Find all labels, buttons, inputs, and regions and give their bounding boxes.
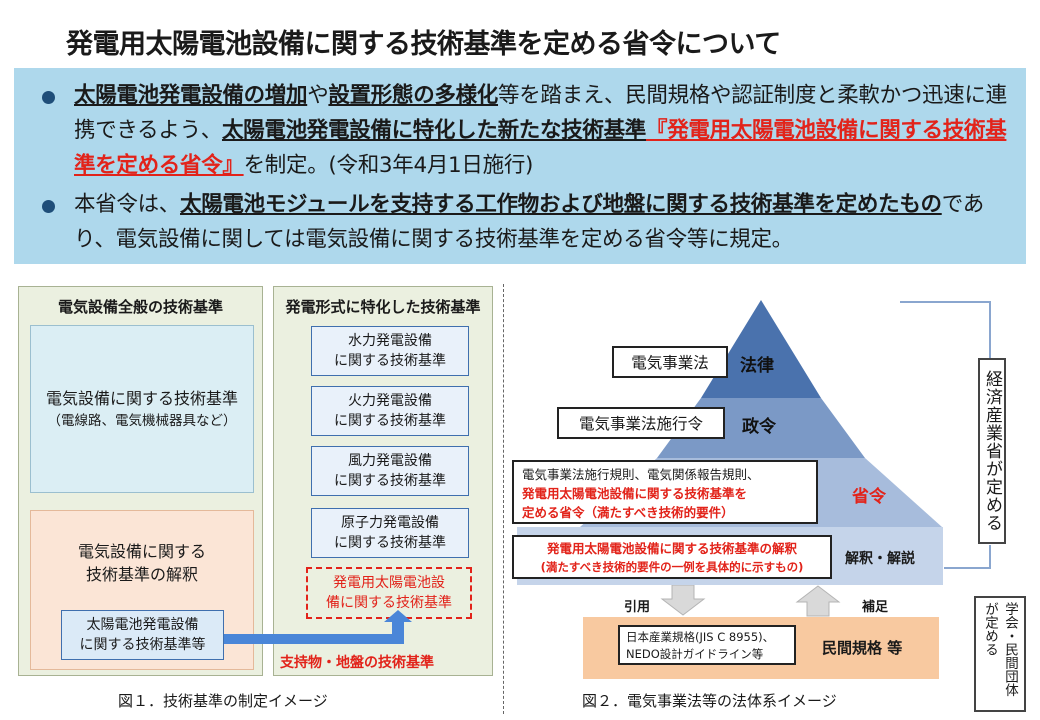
bullet1-emphasis-a: 太陽電池発電設備の増加: [74, 83, 308, 108]
enforcement-order-box: 電気事業法施行令: [557, 407, 725, 439]
summary-bullet-1: 太陽電池発電設備の増加や設置形態の多様化等を踏まえ、民間規格や認証制度と柔軟かつ…: [34, 78, 1012, 183]
private-standards-line-2: NEDO設計ガイドライン等: [626, 647, 764, 661]
electrical-standards-scope: （電線路、電気機械器具など）: [47, 413, 237, 429]
bullet2-emphasis-b: 太陽電池モジュールを支持する工作物および地盤に関する技術基準を定めたもの: [180, 192, 942, 217]
summary-bullet-2: 本省令は、太陽電池モジュールを支持する工作物および地盤に関する技術基準を定めたも…: [34, 187, 1012, 257]
new-solar-line-1: 発電用太陽電池設: [333, 575, 445, 591]
pyramid-tier-law: [701, 300, 821, 398]
law-level-label: 法律: [740, 356, 774, 376]
bullet2-text-a: 本省令は、: [74, 192, 181, 217]
new-solar-ordinance-box: 発電用太陽電池設 備に関する技術基準: [306, 567, 472, 619]
society-label-col-1: 学会・民間団体: [1002, 602, 1018, 697]
wind-line-1: 風力発電設備: [348, 453, 432, 469]
supplement-label: 補足: [862, 600, 889, 615]
bullet1-text-b: や: [307, 83, 329, 108]
hydro-line-2: に関する技術基準: [334, 353, 446, 369]
interpretation-title-2: 技術基準の解釈: [85, 565, 198, 584]
figure1-caption: 図１．技術基準の制定イメージ: [118, 692, 328, 710]
new-solar-line-2: 備に関する技術基準: [326, 595, 452, 611]
electrical-standards-box: 電気設備に関する技術基準 （電線路、電気機械器具など）: [30, 325, 254, 493]
private-standards-line-1: 日本産業規格(JIS C 8955)、: [626, 630, 775, 644]
ordinance-line-3: 定める省令（満たすべき技術的要件）: [522, 505, 734, 520]
electrical-standards-title: 電気設備に関する技術基準: [45, 389, 238, 408]
private-standards-label: 民間規格 等: [822, 639, 903, 657]
cite-label: 引用: [624, 600, 651, 615]
general-standards-header: 電気設備全般の技術基準: [57, 298, 223, 316]
bullet1-text-g: を制定。(令和3年4月1日施行): [243, 153, 534, 178]
interpretation-title-1: 電気設備に関する: [77, 542, 206, 561]
nuclear-standards-box: 原子力発電設備 に関する技術基準: [311, 508, 469, 558]
interpretation-doc-line-1: 発電用太陽電池設備に関する技術基準の解釈: [546, 541, 797, 556]
hydro-line-1: 水力発電設備: [348, 333, 432, 349]
interpretation-level-label: 解釈・解説: [845, 551, 915, 567]
thermal-line-2: に関する技術基準: [334, 413, 446, 429]
private-standards-box: 日本産業規格(JIS C 8955)、 NEDO設計ガイドライン等: [618, 625, 796, 665]
ordinance-level-label: 省令: [852, 487, 886, 507]
wind-standards-box: 風力発電設備 に関する技術基準: [311, 446, 469, 496]
supplement-arrow: [795, 585, 841, 617]
interpretation-doc-line-2: (満たすべき技術的要件の一例を具体的に示すもの): [540, 560, 804, 574]
bracket-line: [944, 545, 991, 569]
nuclear-line-2: に関する技術基準: [334, 535, 446, 551]
specific-standards-header: 発電形式に特化した技術基準: [285, 298, 481, 316]
meti-bracket: [900, 301, 991, 569]
bullet1-emphasis-c: 設置形態の多様化: [328, 83, 499, 108]
meti-label-box: 経済産業省が定める: [978, 358, 1006, 544]
interpretation-doc-box: 発電用太陽電池設備に関する技術基準の解釈 (満たすべき技術的要件の一例を具体的に…: [512, 535, 832, 579]
arrow-up-icon: [795, 585, 841, 617]
figure-divider: [503, 284, 504, 714]
hydro-standards-box: 水力発電設備 に関する技術基準: [311, 326, 469, 376]
bracket-line: [900, 301, 991, 358]
arrow-down-icon: [660, 585, 706, 616]
wind-line-2: に関する技術基準: [334, 473, 446, 489]
ordinance-line-1: 電気事業法施行規則、電気関係報告規則、: [522, 467, 760, 482]
bullet1-text-d: 等を踏まえ、民間規格や認証制度と柔軟かつ迅速に連携できるよう、: [74, 83, 1007, 143]
bullet1-ordinance-name: 『発電用太陽電池設備に関する技術基準を定める省令』: [74, 118, 1007, 178]
page-title: 発電用太陽電池設備に関する技術基準を定める省令について: [66, 29, 781, 60]
bullet2-text-c: であり、電気設備に関しては電気設備に関する技術基準を定める省令等に規定。: [74, 192, 984, 252]
thermal-standards-box: 火力発電設備 に関する技術基準: [311, 386, 469, 436]
society-label-col-2: が定める: [982, 602, 998, 656]
summary-band: 太陽電池発電設備の増加や設置形態の多様化等を踏まえ、民間規格や認証制度と柔軟かつ…: [14, 68, 1026, 264]
cite-arrow: [660, 585, 706, 616]
arrow-right-up-icon: [224, 610, 412, 644]
support-standards-label: 支持物・地盤の技術基準: [280, 655, 434, 671]
bullet-dot-icon: [42, 91, 55, 104]
support-structure-arrow: [224, 610, 412, 644]
bullet1-emphasis-e: 太陽電池発電設備に特化した新たな技術基準: [221, 118, 646, 143]
solar-standards-line-1: 太陽電池発電設備: [86, 617, 199, 633]
ordinance-line-2: 発電用太陽電池設備に関する技術基準を: [522, 486, 748, 501]
bullet-dot-icon: [42, 200, 55, 213]
meti-label: 経済産業省が定める: [982, 370, 1002, 532]
figure2-caption: 図２．電気事業法等の法体系イメージ: [582, 692, 837, 710]
electricity-business-act-box: 電気事業法: [612, 346, 728, 378]
thermal-line-1: 火力発電設備: [348, 393, 432, 409]
cabinet-level-label: 政令: [742, 417, 776, 437]
society-label-box: 学会・民間団体 が定める: [974, 596, 1026, 712]
ordinance-box: 電気事業法施行規則、電気関係報告規則、 発電用太陽電池設備に関する技術基準を 定…: [512, 460, 818, 524]
solar-standards-box: 太陽電池発電設備 に関する技術基準等: [61, 610, 224, 660]
solar-standards-line-2: に関する技術基準等: [79, 637, 206, 653]
nuclear-line-1: 原子力発電設備: [341, 515, 439, 531]
